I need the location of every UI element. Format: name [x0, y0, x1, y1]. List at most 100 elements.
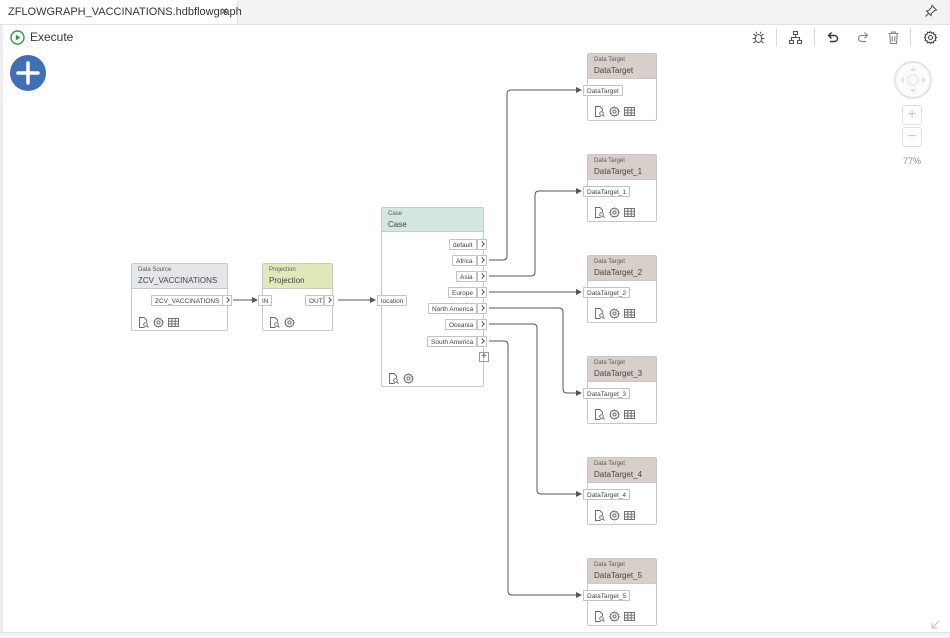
zoom-out-button[interactable]: − [902, 127, 922, 147]
input-port[interactable]: DataTarget_3 [583, 388, 630, 399]
preview-data-icon[interactable] [594, 207, 605, 218]
pan-navigator[interactable] [894, 61, 932, 99]
preview-data-icon[interactable] [594, 308, 605, 319]
input-port[interactable]: DataTarget_5 [583, 590, 630, 601]
execute-button[interactable]: Execute [10, 28, 73, 46]
node-settings-icon[interactable] [609, 207, 620, 218]
auto-layout-icon[interactable] [786, 28, 804, 46]
input-port[interactable]: DataTarget_1 [583, 186, 630, 197]
node-name: ZCV_VACCINATIONS [138, 276, 218, 285]
table-icon[interactable] [168, 317, 179, 328]
case-output-default[interactable]: default [449, 239, 477, 250]
output-port-arrow[interactable] [477, 255, 487, 266]
node-header: Data Target DataTarget_4 [588, 458, 656, 483]
output-port-arrow[interactable] [477, 287, 487, 298]
execute-label: Execute [30, 30, 74, 44]
output-port-arrow[interactable] [477, 271, 487, 282]
table-icon[interactable] [624, 106, 635, 117]
output-port-arrow[interactable] [324, 295, 334, 306]
edge-africa-target [489, 87, 582, 261]
table-icon[interactable] [624, 207, 635, 218]
data-target-node[interactable]: Data Target DataTarget_4 DataTarget_4 [583, 457, 657, 525]
node-settings-icon[interactable] [284, 317, 295, 328]
input-port[interactable]: DataTarget_4 [583, 489, 630, 500]
case-output-south-america[interactable]: South America [427, 336, 477, 347]
toolbar-divider [814, 28, 815, 46]
editor-tab[interactable]: ZFLOWGRAPH_VACCINATIONS.hdbflowgraph × [0, 0, 242, 24]
node-type: Data Target [594, 461, 625, 467]
table-icon[interactable] [624, 510, 635, 521]
preview-data-icon[interactable] [594, 409, 605, 420]
case-node[interactable]: Case Case location default Africa Asia E… [377, 207, 489, 387]
table-icon[interactable] [624, 409, 635, 420]
debug-icon[interactable] [749, 28, 767, 46]
close-tab-button[interactable]: × [221, 4, 229, 18]
node-name: Projection [269, 276, 305, 285]
output-port-arrow[interactable] [477, 239, 487, 250]
edge-northamerica-target3 [489, 307, 582, 396]
tab-title: ZFLOWGRAPH_VACCINATIONS.hdbflowgraph [8, 6, 242, 18]
projection-node[interactable]: Projection Projection IN OUT [258, 263, 334, 331]
left-edge [0, 25, 3, 637]
undo-icon[interactable] [823, 28, 841, 46]
output-port-arrow[interactable] [477, 303, 487, 314]
node-type: Data Target [594, 57, 625, 63]
case-output-asia[interactable]: Asia [456, 271, 477, 282]
data-target-node[interactable]: Data Target DataTarget_5 DataTarget_5 [583, 558, 657, 626]
output-port-arrow[interactable] [477, 319, 487, 330]
delete-icon[interactable] [884, 28, 902, 46]
node-name: DataTarget_3 [594, 369, 643, 378]
data-target-node[interactable]: Data Target DataTarget_1 DataTarget_1 [583, 154, 657, 222]
output-port[interactable]: OUT [305, 295, 324, 306]
preview-data-icon[interactable] [138, 317, 149, 328]
preview-data-icon[interactable] [594, 106, 605, 117]
pan-arrows-icon [900, 67, 926, 93]
input-port[interactable]: DataTarget_2 [583, 287, 630, 298]
case-output-africa[interactable]: Africa [452, 255, 477, 266]
node-settings-icon[interactable] [153, 317, 164, 328]
input-port[interactable]: DataTarget [583, 85, 623, 96]
node-header: Case Case [382, 208, 483, 232]
preview-data-icon[interactable] [269, 317, 280, 328]
table-icon[interactable] [624, 308, 635, 319]
node-settings-icon[interactable] [609, 308, 620, 319]
data-target-node[interactable]: Data Target DataTarget_2 DataTarget_2 [583, 255, 657, 323]
node-header: Data Target DataTarget_1 [588, 155, 656, 180]
add-case-output-button[interactable]: + [479, 352, 489, 362]
output-port[interactable]: ZCV_VACCINATIONS [151, 295, 223, 306]
toolbar-divider [910, 28, 911, 46]
pin-icon[interactable] [924, 4, 938, 23]
data-source-node[interactable]: Data Source ZCV_VACCINATIONS ZCV_VACCINA… [131, 263, 232, 331]
output-port-arrow[interactable] [477, 336, 487, 347]
node-name: Case [388, 220, 407, 229]
node-settings-icon[interactable] [609, 510, 620, 521]
node-settings-icon[interactable] [609, 409, 620, 420]
expand-icon[interactable] [930, 617, 942, 635]
input-port[interactable]: IN [258, 295, 272, 306]
add-node-button[interactable] [10, 55, 46, 91]
preview-data-icon[interactable] [388, 373, 399, 384]
case-output-oceania[interactable]: Oceania [445, 319, 477, 330]
data-target-node[interactable]: Data Target DataTarget DataTarget [583, 53, 657, 121]
data-target-node[interactable]: Data Target DataTarget_3 DataTarget_3 [583, 356, 657, 424]
node-header: Data Target DataTarget_5 [588, 559, 656, 584]
node-settings-icon[interactable] [403, 373, 414, 384]
node-type: Case [388, 211, 403, 217]
plus-icon [16, 61, 40, 85]
node-settings-icon[interactable] [609, 611, 620, 622]
table-icon[interactable] [624, 611, 635, 622]
zoom-in-button[interactable]: + [902, 105, 922, 125]
execute-icon [10, 29, 25, 45]
output-port-arrow[interactable] [222, 295, 232, 306]
node-header: Data Target DataTarget_2 [588, 256, 656, 281]
node-settings-icon[interactable] [609, 106, 620, 117]
case-output-europe[interactable]: Europe [448, 287, 477, 298]
preview-data-icon[interactable] [594, 510, 605, 521]
settings-icon[interactable] [921, 28, 939, 46]
redo-icon[interactable] [854, 28, 872, 46]
edge-oceania-target4 [489, 323, 582, 497]
case-output-north-america[interactable]: North America [428, 303, 477, 314]
preview-data-icon[interactable] [594, 611, 605, 622]
input-port[interactable]: location [377, 295, 407, 306]
node-name: DataTarget_4 [594, 470, 643, 479]
